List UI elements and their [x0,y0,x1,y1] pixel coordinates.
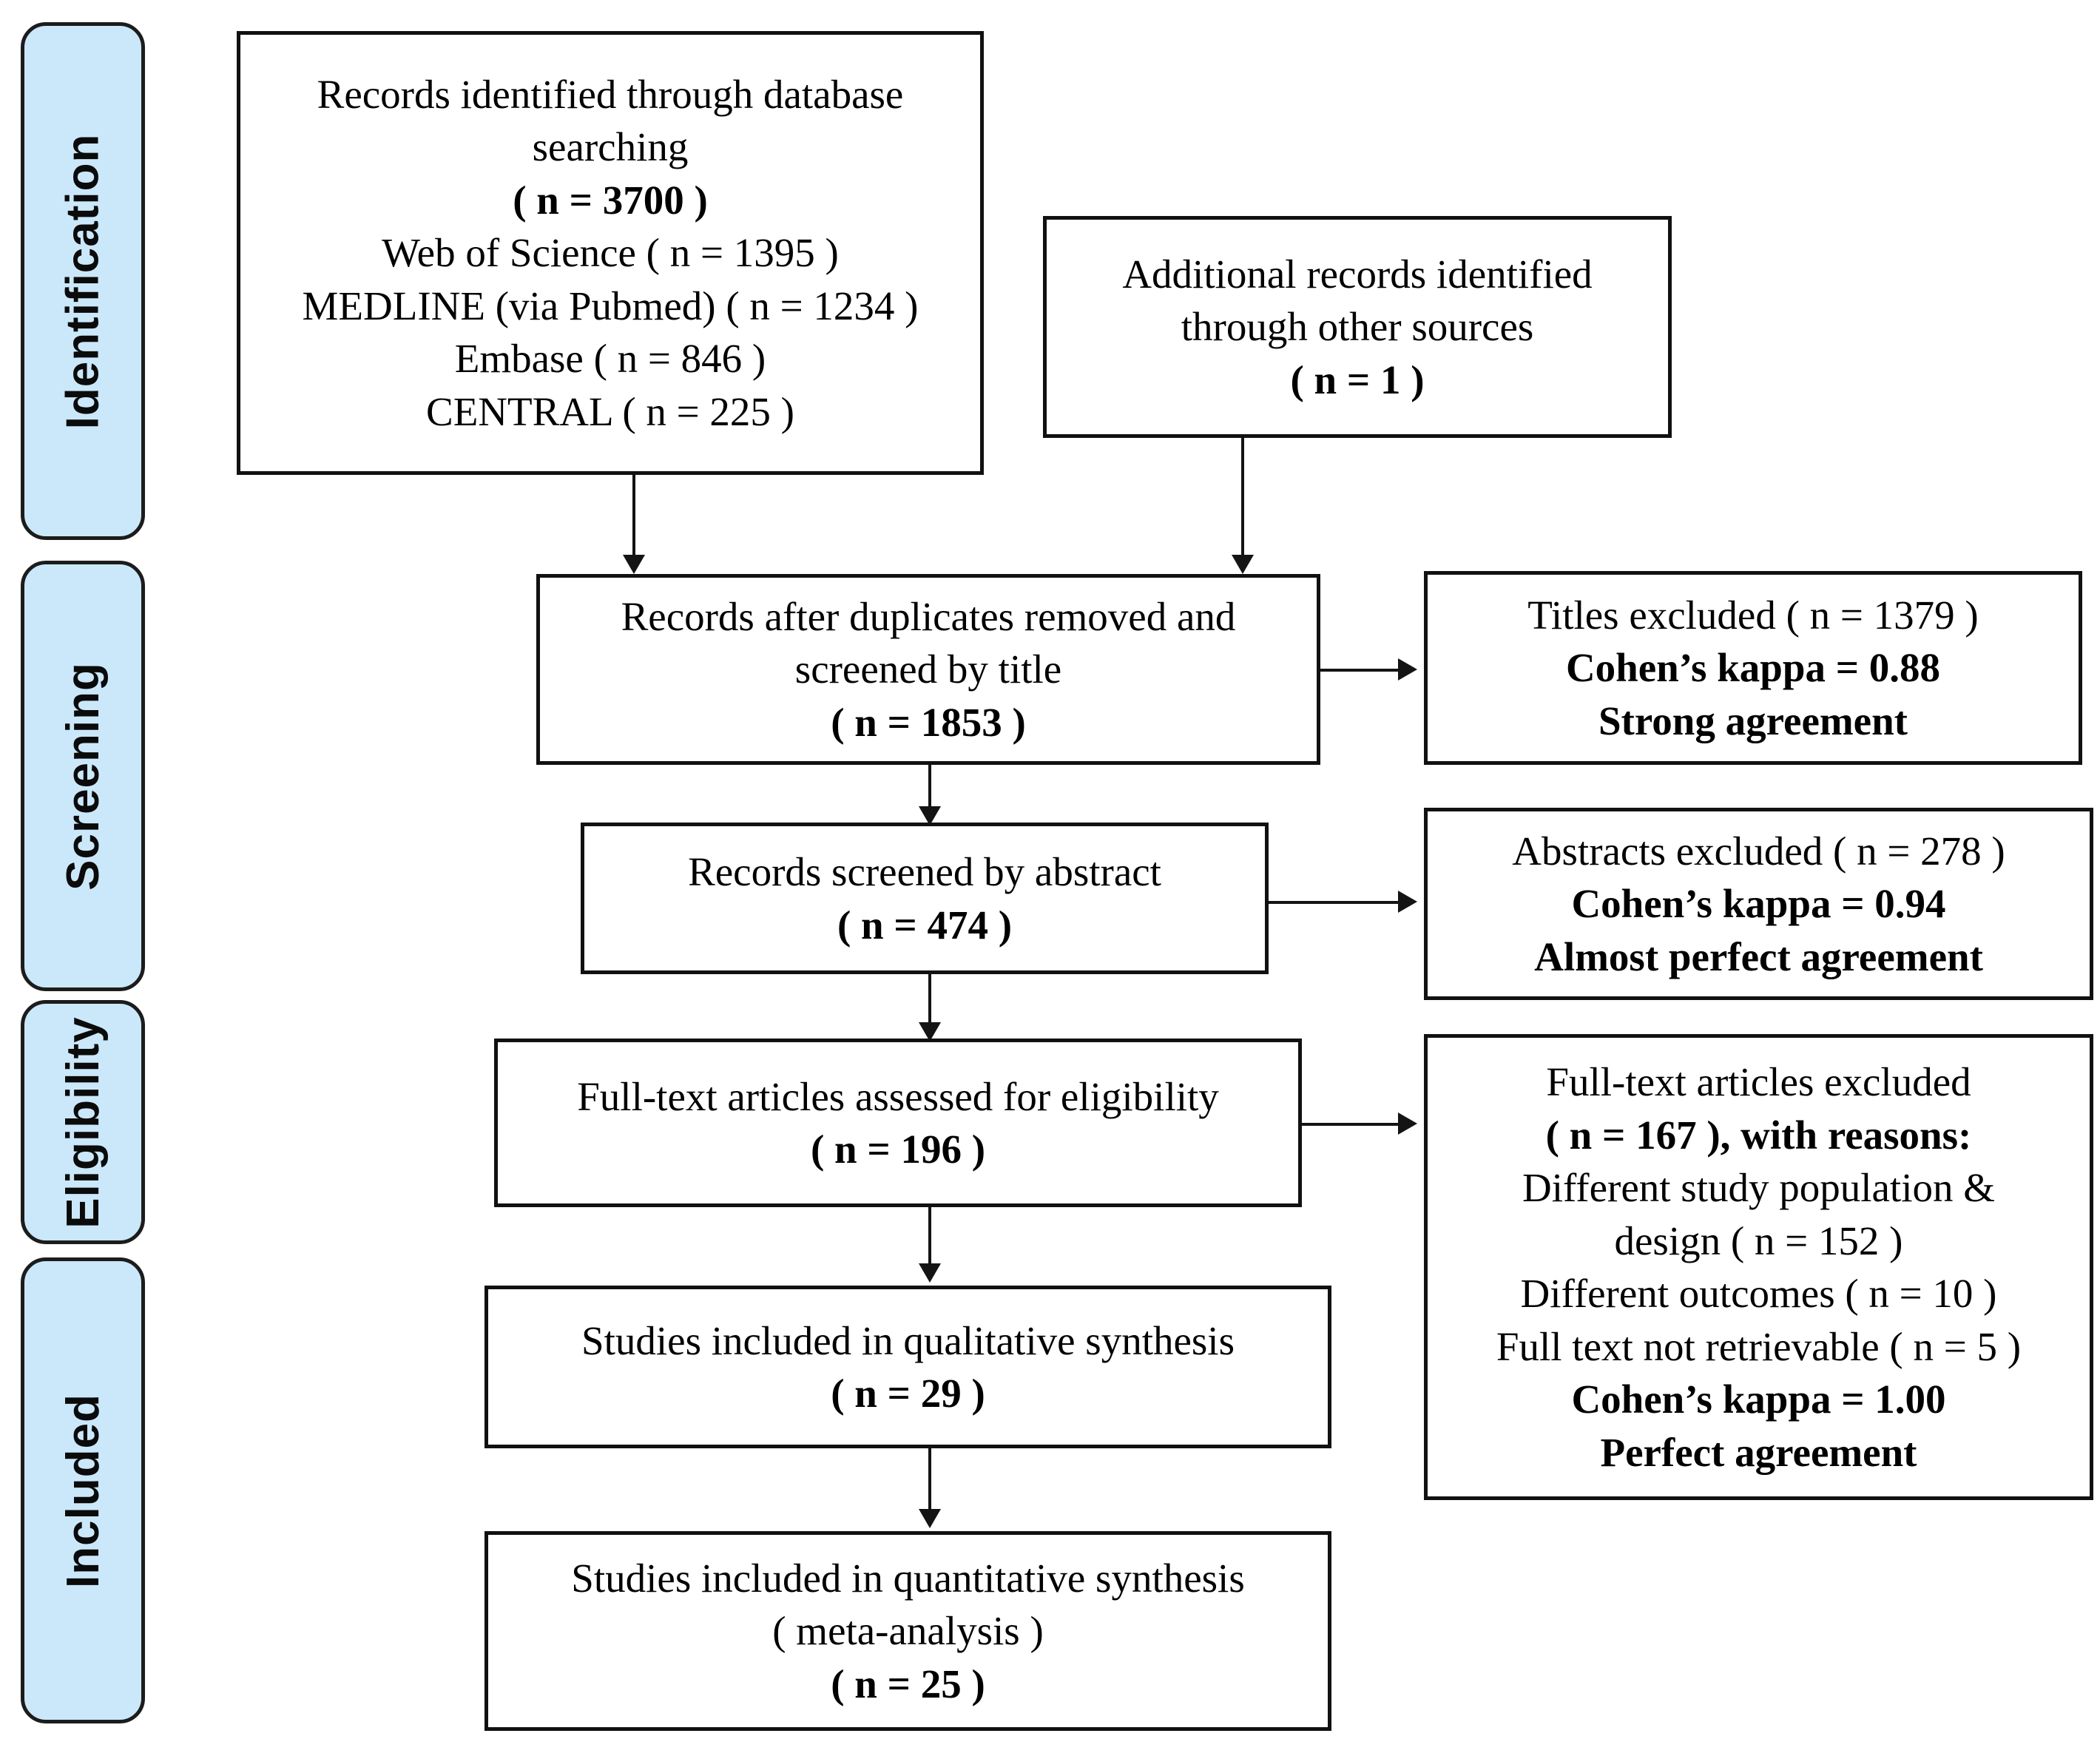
fulltext-excluded-reason-3: Full text not retrievable ( n = 5 ) [1496,1323,2022,1369]
titles-excluded-line-1: Titles excluded ( n = 1379 ) [1527,592,1979,638]
box-qualitative-synthesis: Studies included in qualitative synthesi… [485,1286,1331,1448]
titles-excluded-kappa: Cohen’s kappa = 0.88 [1565,645,1941,691]
stage-included: Included [21,1257,145,1723]
abstract-line-n: ( n = 474 ) [837,902,1013,948]
box-abstracts-excluded: Abstracts excluded ( n = 278 ) Cohen’s k… [1424,808,2093,1000]
qualitative-n: ( n = 29 ) [831,1371,985,1416]
arrowhead-abstract-to-excluded [1398,891,1417,913]
other-line-n: ( n = 1 ) [1290,357,1425,402]
abstracts-excluded-line-1: Abstracts excluded ( n = 278 ) [1512,828,2005,874]
abstract-line-1: Records screened by abstract [688,849,1161,894]
quantitative-line-2: ( meta-analysis ) [772,1608,1044,1654]
connector-qualitative-to-quantitative [928,1448,931,1522]
arrowhead-abstract-to-fulltext [919,1022,941,1041]
connector-fulltext-to-excluded [1302,1123,1404,1126]
box-fulltext-excluded: Full-text articles excluded ( n = 167 ),… [1424,1034,2093,1500]
db-line-medline: MEDLINE (via Pubmed) ( n = 1234 ) [302,283,919,328]
stage-eligibility: Eligibility [21,1000,145,1244]
fulltext-excluded-reason-2: Different outcomes ( n = 10 ) [1520,1271,1997,1316]
arrowhead-qualitative-to-quantitative [919,1509,941,1528]
fulltext-excluded-reason-1b: design ( n = 152 ) [1614,1218,1903,1263]
other-line-2: through other sources [1181,304,1534,350]
connector-other-to-dedup [1241,438,1244,565]
fulltext-assessed-line-1: Full-text articles assessed for eligibil… [577,1073,1219,1119]
stage-included-label: Included [57,1393,109,1588]
other-line-1: Additional records identified [1122,251,1593,297]
stage-eligibility-label: Eligibility [57,1016,109,1229]
fulltext-excluded-n: ( n = 167 ), with reasons: [1546,1109,1972,1162]
quantitative-line-1: Studies included in quantitative synthes… [571,1555,1245,1601]
stage-screening: Screening [21,561,145,991]
db-line-1: Records identified through database [317,71,904,117]
stage-identification: Identification [21,22,145,540]
arrowhead-fulltext-to-excluded [1398,1112,1417,1135]
connector-db-to-dedup [632,475,635,565]
box-records-after-duplicates: Records after duplicates removed and scr… [536,574,1320,765]
connector-abstract-to-excluded [1269,901,1403,904]
db-line-2: searching [532,124,689,170]
fulltext-excluded-kappa: Cohen’s kappa = 1.00 [1571,1377,1946,1422]
dedup-line-2: screened by title [794,646,1062,692]
fulltext-assessed-n: ( n = 196 ) [810,1127,986,1172]
abstracts-excluded-agreement: Almost perfect agreement [1534,933,1983,979]
box-records-screened-abstract: Records screened by abstract ( n = 474 ) [581,823,1269,974]
qualitative-line-1: Studies included in qualitative synthesi… [581,1317,1235,1363]
box-records-identified-database: Records identified through database sear… [237,31,984,475]
connector-abstract-to-fulltext [928,974,931,1033]
stage-screening-label: Screening [57,661,109,891]
fulltext-excluded-line-1: Full-text articles excluded [1546,1059,1971,1104]
db-line-wos: Web of Science ( n = 1395 ) [382,230,839,276]
db-line-central: CENTRAL ( n = 225 ) [426,388,794,434]
db-line-embase: Embase ( n = 846 ) [454,336,766,382]
quantitative-n: ( n = 25 ) [831,1661,985,1706]
connector-dedup-to-titles [1320,669,1403,672]
abstracts-excluded-kappa: Cohen’s kappa = 0.94 [1571,881,1946,927]
box-titles-excluded: Titles excluded ( n = 1379 ) Cohen’s kap… [1424,571,2082,765]
box-additional-records-other-sources: Additional records identified through ot… [1043,216,1672,438]
connector-dedup-to-abstract [928,765,931,818]
db-line-total: ( n = 3700 ) [513,177,708,223]
stage-identification-label: Identification [57,133,109,429]
arrowhead-fulltext-to-qualitative [919,1263,941,1283]
box-fulltext-assessed: Full-text articles assessed for eligibil… [494,1039,1302,1207]
fulltext-excluded-n-bold: ( n = 167 ), with reasons: [1545,1112,1972,1158]
arrowhead-dedup-to-titles [1398,658,1417,681]
arrowhead-other-to-dedup [1232,555,1254,574]
dedup-line-1: Records after duplicates removed and [621,593,1236,639]
dedup-line-n: ( n = 1853 ) [831,699,1026,745]
fulltext-excluded-reason-1: Different study population & [1522,1165,1996,1210]
fulltext-excluded-agreement: Perfect agreement [1600,1429,1917,1475]
titles-excluded-agreement: Strong agreement [1598,698,1908,743]
arrowhead-dedup-to-abstract [919,806,941,825]
arrowhead-db-to-dedup [623,555,645,574]
box-quantitative-synthesis: Studies included in quantitative synthes… [485,1531,1331,1731]
connector-fulltext-to-qualitative [928,1207,931,1274]
